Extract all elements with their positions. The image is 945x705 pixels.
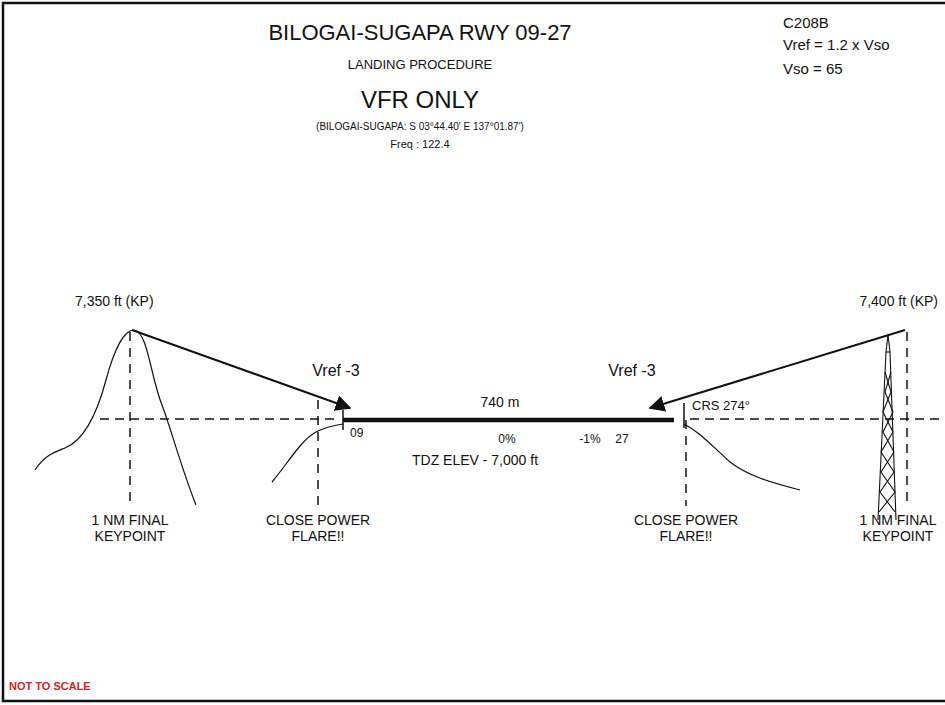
chart-title: BILOGAI-SUGAPA RWY 09-27 bbox=[268, 20, 571, 45]
frequency: Freq : 122.4 bbox=[390, 138, 449, 151]
flare-note: CLOSE POWER FLARE!! bbox=[258, 512, 378, 544]
vso-value: Vso = 65 bbox=[783, 60, 843, 77]
runway-course: CRS 274° bbox=[692, 399, 750, 414]
flare-note: CLOSE POWER FLARE!! bbox=[626, 512, 746, 544]
flare-line bbox=[317, 400, 319, 506]
terrain bbox=[272, 424, 343, 482]
approach-speed: Vref -3 bbox=[312, 362, 359, 380]
runway bbox=[343, 418, 674, 423]
chart-frame bbox=[3, 3, 945, 701]
vref-formula: Vref = 1.2 x Vso bbox=[783, 36, 890, 53]
runway-slope: 0% bbox=[498, 433, 515, 447]
flare-line bbox=[685, 420, 687, 506]
flight-rule: VFR ONLY bbox=[361, 86, 479, 114]
runway-number: 09 bbox=[350, 427, 363, 441]
runway-threshold bbox=[683, 403, 685, 428]
subtitle: LANDING PROCEDURE bbox=[348, 58, 492, 73]
scale-note: NOT TO SCALE bbox=[9, 680, 91, 693]
keypoint-note: 1 NM FINAL KEYPOINT bbox=[859, 512, 937, 544]
mountain bbox=[35, 330, 196, 505]
aircraft-type: C208B bbox=[783, 14, 829, 31]
approach-arrow bbox=[650, 330, 905, 408]
runway-slope: -1% bbox=[579, 433, 600, 447]
runway-threshold bbox=[342, 410, 344, 430]
coordinates: (BILOGAI-SUGAPA: S 03°44.40' E 137°01.87… bbox=[316, 121, 524, 133]
keypoint-line bbox=[906, 332, 908, 508]
reference-line bbox=[100, 418, 340, 420]
terrain bbox=[684, 424, 800, 490]
keypoint-note: 1 NM FINAL KEYPOINT bbox=[91, 512, 169, 544]
tower bbox=[878, 335, 896, 520]
keypoint-line bbox=[129, 332, 131, 508]
touchdown-elevation: TDZ ELEV - 7,000 ft bbox=[412, 452, 538, 468]
approach-speed: Vref -3 bbox=[608, 362, 655, 380]
keypoint-elevation: 7,400 ft (KP) bbox=[859, 293, 938, 309]
runway-number: 27 bbox=[615, 433, 628, 447]
keypoint-elevation: 7,350 ft (KP) bbox=[75, 293, 154, 309]
runway-length: 740 m bbox=[481, 394, 520, 410]
